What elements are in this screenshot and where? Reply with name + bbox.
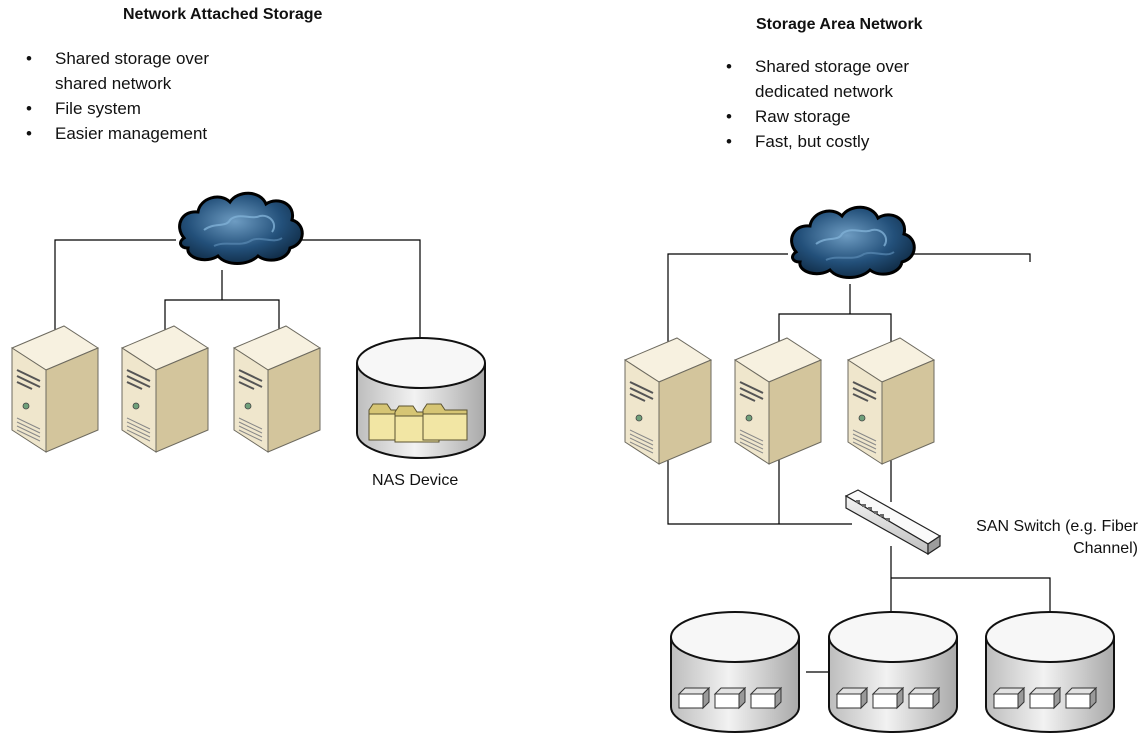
nas-server-icon: [11, 325, 99, 453]
storage-block-icon: [750, 687, 782, 709]
storage-block-icon: [908, 687, 940, 709]
san-switch-label: SAN Switch (e.g. Fiber Channel): [976, 518, 1138, 557]
nas-cloud-icon: [178, 191, 304, 265]
san-bullet-list: Shared storage over dedicated network Ra…: [722, 54, 962, 154]
nas-device-label: NAS Device: [372, 472, 459, 489]
san-switch-icon: [844, 489, 942, 556]
san-bullet-item: Fast, but costly: [722, 129, 962, 154]
nas-bullet-list: Shared storage over shared network File …: [22, 46, 252, 146]
san-server-icon: [847, 337, 935, 465]
storage-disk-icon: [670, 611, 800, 733]
san-cloud-icon: [790, 205, 916, 279]
nas-server-icon: [233, 325, 321, 453]
nas-server-icon: [121, 325, 209, 453]
san-server-icon: [734, 337, 822, 465]
storage-block-icon: [993, 687, 1025, 709]
storage-block-icon: [1065, 687, 1097, 709]
storage-block-icon: [678, 687, 710, 709]
san-title: Storage Area Network: [756, 16, 923, 33]
storage-disk-icon: [985, 611, 1115, 733]
storage-block-icon: [714, 687, 746, 709]
storage-disk-icon: [828, 611, 958, 733]
storage-block-icon: [836, 687, 868, 709]
storage-block-icon: [872, 687, 904, 709]
nas-connections: [54, 239, 421, 340]
san-server-icon: [624, 337, 712, 465]
san-bullet-item: Raw storage: [722, 104, 962, 129]
nas-device-icon: [356, 337, 486, 459]
san-bullet-item: Shared storage over dedicated network: [722, 54, 962, 104]
san-connections: [667, 253, 1051, 673]
nas-title: Network Attached Storage: [123, 6, 323, 23]
nas-bullet-item: Easier management: [22, 121, 252, 146]
nas-bullet-item: Shared storage over shared network: [22, 46, 252, 96]
nas-bullet-item: File system: [22, 96, 252, 121]
storage-block-icon: [1029, 687, 1061, 709]
